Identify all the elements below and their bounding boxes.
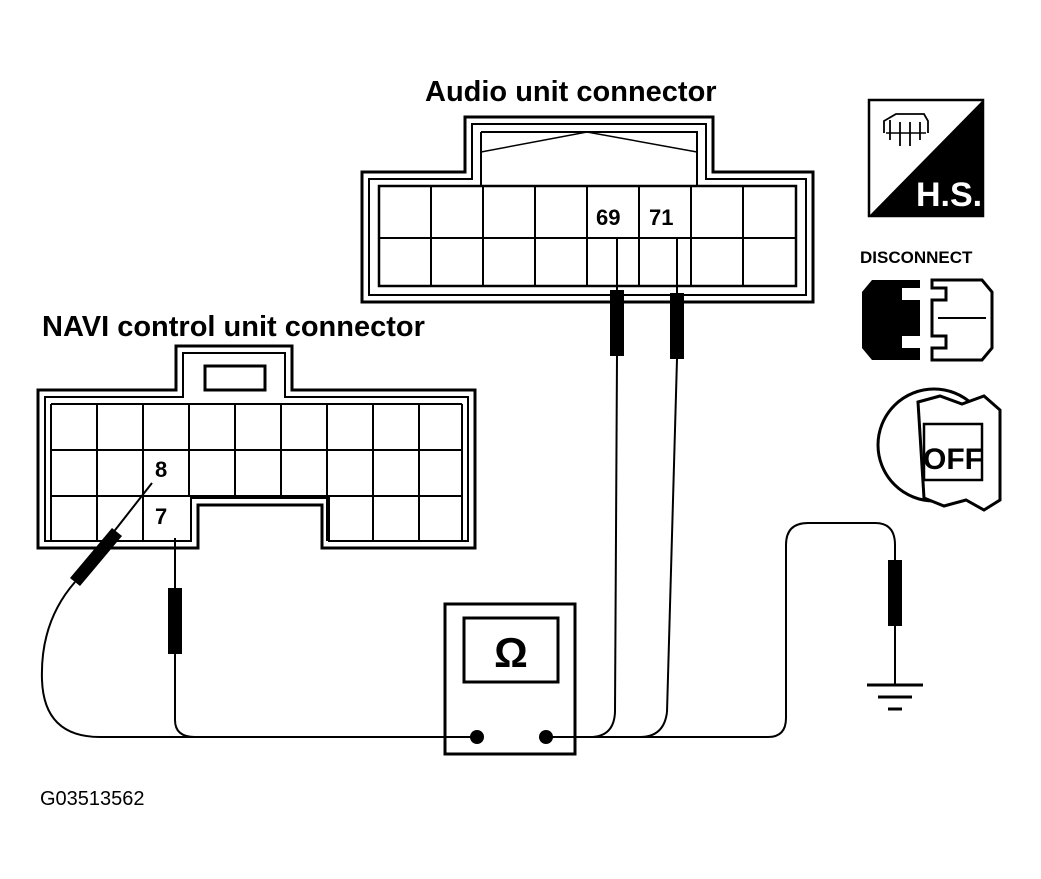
- pin-8-label: 8: [155, 457, 167, 482]
- disconnect-connector-icon: DISCONNECT: [860, 248, 994, 362]
- audio-unit-connector: Audio unit connector 69 71: [360, 76, 815, 304]
- disconnect-label: DISCONNECT: [860, 248, 973, 267]
- ignition-key-icon: OFF: [876, 387, 1002, 512]
- test-leads: [40, 238, 902, 738]
- pin-69-label: 69: [596, 205, 620, 230]
- harness-side-text: H.S.: [916, 176, 982, 214]
- ohmmeter: Ω: [443, 602, 577, 756]
- ohm-symbol: Ω: [494, 629, 528, 676]
- navi-connector-label: NAVI control unit connector: [42, 311, 425, 343]
- pin-71-label: 71: [649, 205, 673, 230]
- navi-control-unit-connector: NAVI control unit connector 8 7: [36, 311, 477, 550]
- audio-connector-label: Audio unit connector: [425, 76, 717, 108]
- figure-id: G03513562: [40, 788, 145, 810]
- ground-symbol-icon: [867, 683, 923, 711]
- harness-connector-icon: H.S.: [867, 98, 985, 218]
- ignition-off-text: OFF: [923, 443, 983, 476]
- pin-7-label: 7: [155, 504, 167, 529]
